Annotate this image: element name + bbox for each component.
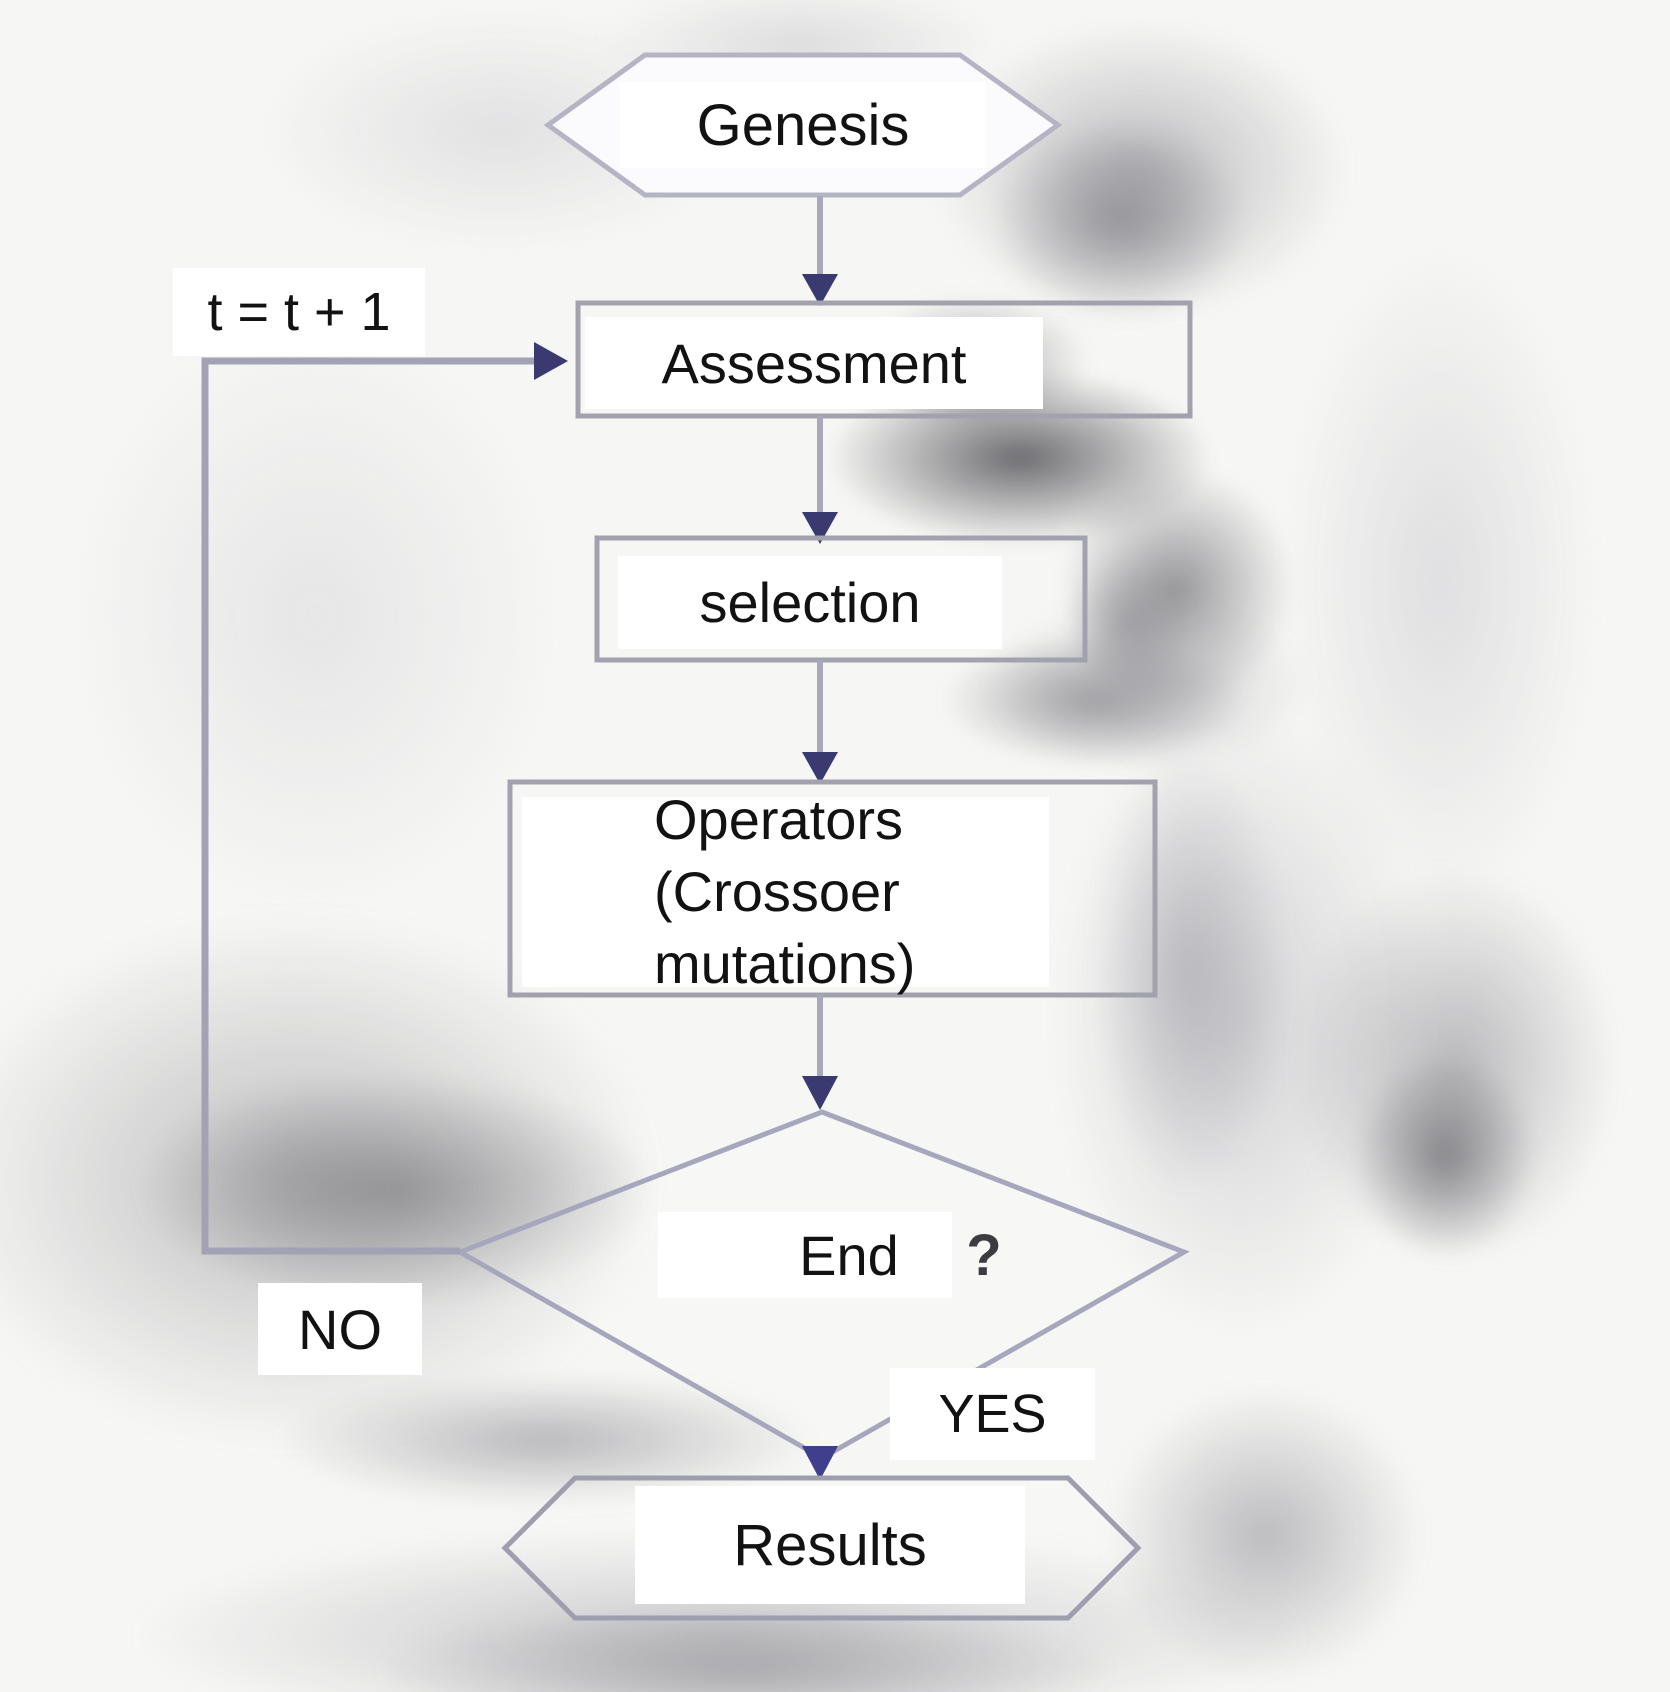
selection-frame: [594, 535, 1088, 663]
no-branch-label: NO: [258, 1283, 422, 1375]
assessment-node-label: Assessment: [585, 317, 1043, 409]
arrowhead-into-assessment: [802, 274, 838, 306]
arrowhead-into-operators: [802, 752, 838, 784]
arrowhead-into-results: [802, 1446, 838, 1480]
sketch-blob-hair-shadow: [990, 120, 1250, 320]
operators-node-label: Operators (Crossoer mutations): [522, 788, 1049, 995]
sketch-blob-arm-left: [280, 1375, 810, 1505]
no-text: NO: [298, 1297, 382, 1361]
results-text: Results: [733, 1512, 927, 1578]
operators-text-line3: mutations): [654, 932, 916, 995]
loop-counter-label: t = t + 1: [173, 268, 425, 356]
arrowhead-loop-into-assessment: [534, 342, 568, 380]
operators-text-line2: (Crossoer: [654, 860, 900, 923]
selection-text: selection: [699, 571, 921, 634]
sketch-blob-coat-dark: [140, 1075, 650, 1305]
sketch-blob-beard-streak: [1095, 755, 1285, 1185]
operators-text-line1: Operators: [654, 788, 903, 851]
assessment-text: Assessment: [661, 331, 967, 395]
arrowhead-into-end-decision: [802, 1076, 838, 1110]
yes-branch-label: YES: [890, 1368, 1095, 1460]
genesis-node-label: Genesis: [620, 82, 986, 168]
sketch-blob-hand-dark: [1355, 1055, 1535, 1255]
sketch-blob-left-faint: [80, 330, 550, 900]
operators-frame: [507, 779, 1158, 998]
end-text: End: [799, 1223, 899, 1287]
results-node-label: Results: [635, 1486, 1025, 1604]
selection-node-label: selection: [618, 556, 1002, 649]
end-decision-label: End: [658, 1212, 952, 1298]
question-mark-text: ?: [966, 1222, 1002, 1288]
arrowhead-into-selection: [802, 512, 838, 544]
yes-text: YES: [938, 1384, 1047, 1444]
no-feedback-loop-line: [201, 357, 545, 1255]
loop-counter-text: t = t + 1: [207, 282, 391, 342]
assessment-frame: [575, 300, 1193, 419]
genesis-text: Genesis: [696, 92, 910, 158]
end-decision-question-mark: ?: [952, 1213, 1016, 1297]
sketch-blob-head-edge: [1290, 255, 1590, 905]
